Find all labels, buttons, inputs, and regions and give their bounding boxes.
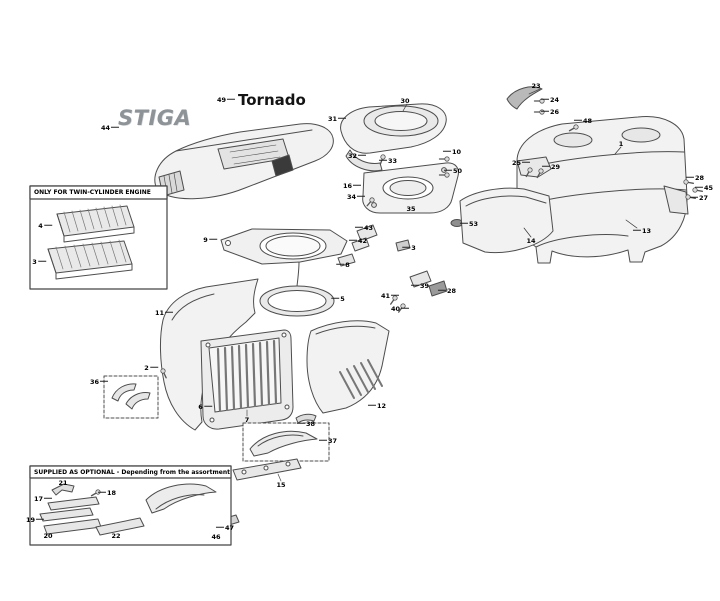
- ring-gasket: [259, 285, 335, 317]
- handle-trim: [506, 86, 580, 134]
- support-bracket: [516, 156, 552, 180]
- inset-optional-title: SUPPLIED AS OPTIONAL - Depending from th…: [34, 469, 230, 476]
- air-cleaner-cover: [340, 103, 447, 172]
- frame-support: [220, 224, 378, 287]
- hood: [154, 123, 334, 200]
- trim-38: [295, 413, 317, 424]
- front-grille: [200, 329, 294, 430]
- dashboard-panel: [362, 156, 464, 252]
- small-brackets: [388, 270, 448, 315]
- leader-lines: [402, 103, 638, 238]
- optional-inset: [29, 465, 232, 546]
- model-title: Tornado: [238, 91, 306, 109]
- inset-37: [242, 422, 330, 462]
- rear-fender: [516, 116, 704, 264]
- twin-cylinder-inset: [29, 185, 168, 290]
- stiga-logo: STIGA: [118, 106, 192, 130]
- right-side-body: [306, 320, 390, 414]
- inset-36: [103, 375, 159, 419]
- inset-twin-cylinder-title: ONLY FOR TWIN-CYLINDER ENGINE: [34, 189, 151, 196]
- side-panel: [459, 187, 554, 254]
- bracket-15: [232, 458, 302, 482]
